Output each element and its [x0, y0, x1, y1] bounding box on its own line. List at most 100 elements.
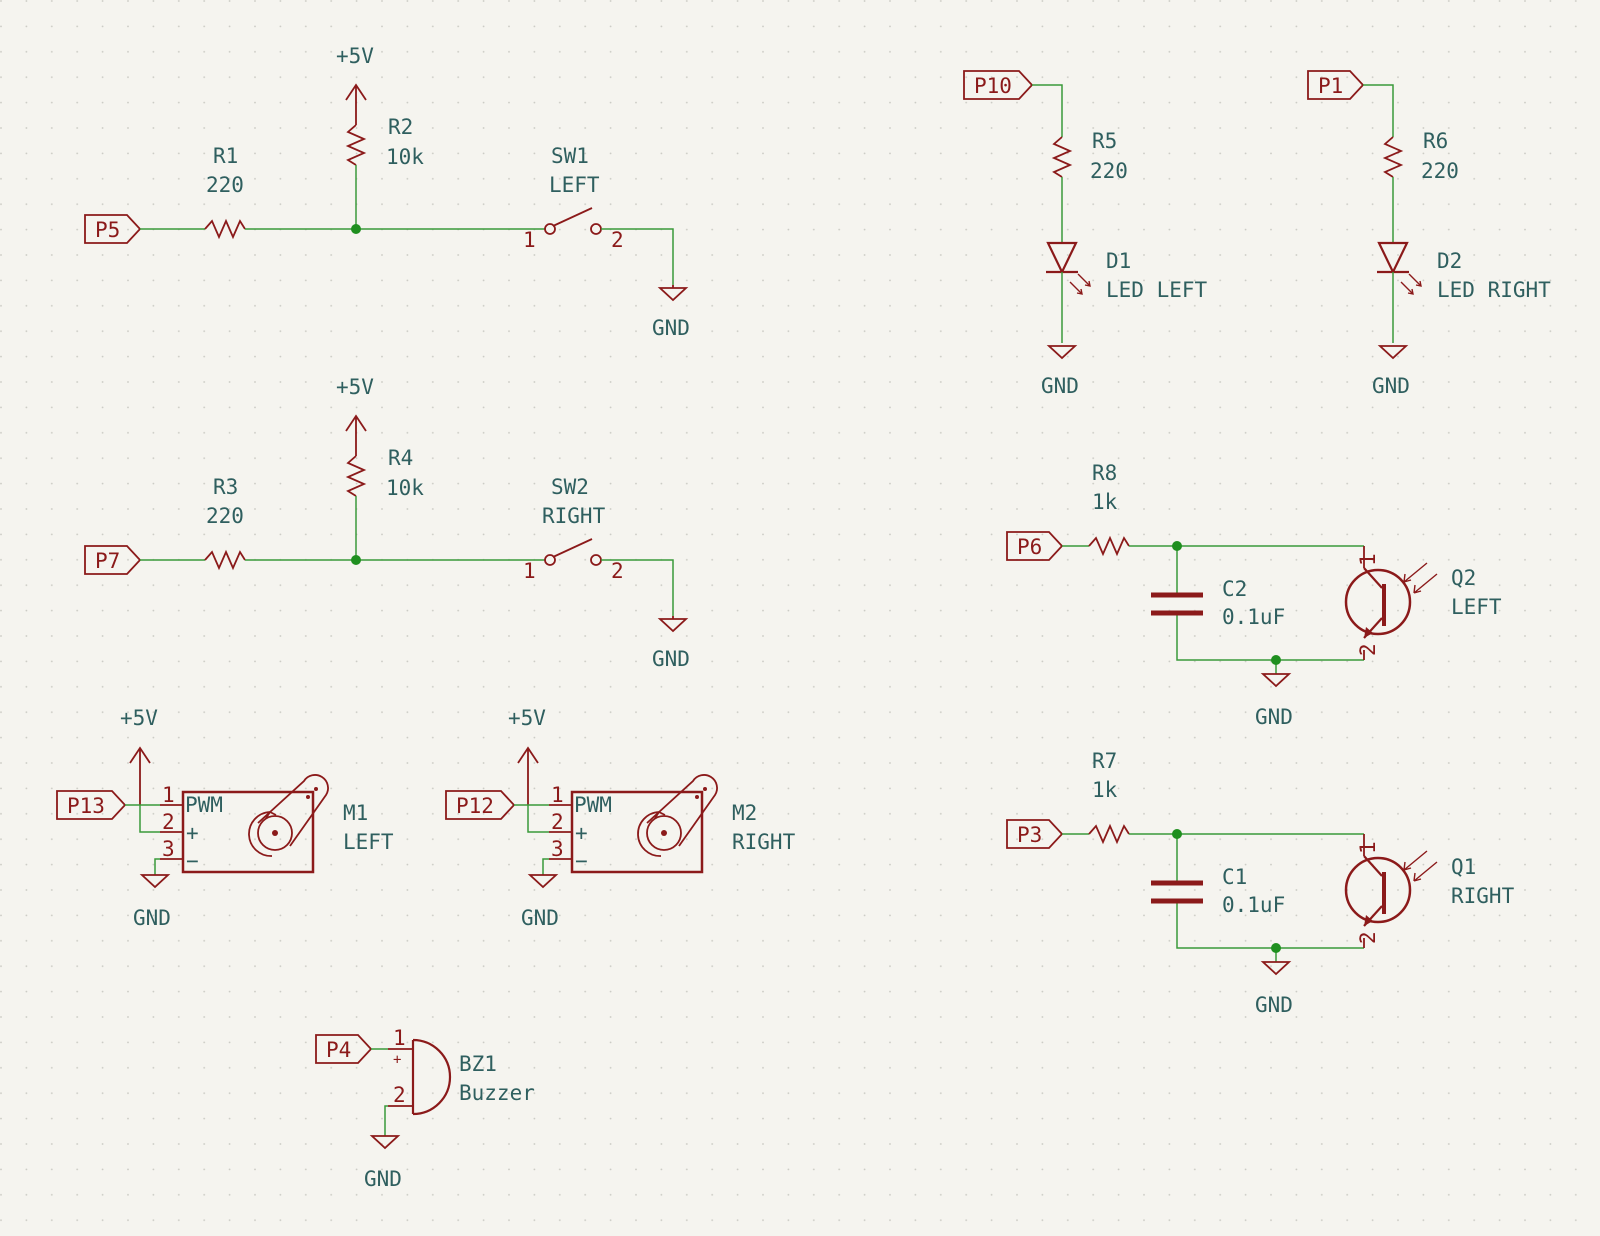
- block-led-left: P10 R5 220 D1 LED LEFT GND: [963, 70, 1208, 398]
- junction-dot: [351, 555, 361, 565]
- port-p3-shape[interactable]: [1006, 819, 1064, 849]
- vcc-arrow-icon: [517, 746, 539, 805]
- port-p5-label: P5: [95, 218, 120, 242]
- horn-hole: [314, 787, 318, 791]
- light-emission-icon: [1069, 273, 1091, 295]
- port-p6-label: P6: [1017, 535, 1042, 559]
- resistor-r3[interactable]: [204, 549, 246, 571]
- port-p4-label: P4: [326, 1038, 351, 1062]
- servo-m1-body[interactable]: [181, 790, 315, 874]
- m1-pin-2: 2: [162, 810, 175, 834]
- resistor-r8[interactable]: [1088, 535, 1130, 557]
- sw1-pin-2: 2: [611, 228, 624, 252]
- bz1-ref: BZ1: [459, 1052, 497, 1076]
- port-p12-shape[interactable]: [445, 790, 516, 820]
- capacitor-c2[interactable]: [1151, 592, 1203, 616]
- r3-ref: R3: [213, 475, 238, 499]
- gnd-label: GND: [1255, 705, 1293, 729]
- capacitor-c1[interactable]: [1151, 880, 1203, 904]
- m1-pin-3: 3: [162, 837, 175, 861]
- resistor-r2[interactable]: [345, 124, 367, 166]
- servo-m2-body[interactable]: [570, 790, 704, 874]
- port-p4-shape[interactable]: [315, 1034, 373, 1064]
- resistor-r5[interactable]: [1051, 136, 1073, 178]
- m1-minus-label: −: [186, 849, 199, 873]
- switch-sw1[interactable]: [552, 207, 593, 227]
- servo-pins: [549, 804, 572, 860]
- d1-value: LED LEFT: [1106, 278, 1208, 302]
- m1-value: LEFT: [343, 830, 394, 854]
- m2-pwm-label: PWM: [574, 793, 612, 817]
- servo-horn-icon: [257, 774, 329, 847]
- emitter-arrow-icon: [1364, 627, 1373, 638]
- port-p7-shape[interactable]: [84, 545, 142, 575]
- resistor-r1[interactable]: [204, 218, 246, 240]
- block-phototransistor-left: P6 R8 1k C2 0.1uF 1 2 Q2 LEFT GND: [1006, 461, 1502, 729]
- transistor-collector-icon: [1363, 567, 1383, 589]
- gnd-icon: [139, 874, 171, 889]
- switch-sw2[interactable]: [552, 538, 593, 558]
- gnd-icon: [1046, 345, 1078, 360]
- junction-dot: [1172, 829, 1182, 839]
- sw2-pin-1: 1: [523, 559, 536, 583]
- bz1-pin-2: 2: [393, 1083, 406, 1107]
- port-p1-shape[interactable]: [1307, 70, 1365, 100]
- servo-hub-icon: [257, 815, 293, 851]
- junction-dot: [351, 224, 361, 234]
- port-p10-shape[interactable]: [963, 70, 1034, 100]
- port-p12-label: P12: [456, 794, 494, 818]
- block-phototransistor-right: P3 R7 1k C1 0.1uF 1 2 Q1 RIGHT GND: [1006, 749, 1515, 1017]
- q1-value: RIGHT: [1451, 884, 1515, 908]
- m2-value: RIGHT: [732, 830, 796, 854]
- servo-hub-icon: [646, 815, 682, 851]
- wire: [1129, 833, 1364, 962]
- horn-hole: [695, 795, 699, 799]
- light-incident-icon: [1403, 850, 1438, 882]
- sw2-ref: SW2: [551, 475, 589, 499]
- sw2-value: RIGHT: [542, 504, 606, 528]
- bz1-pin-1: 1: [393, 1026, 406, 1050]
- resistor-r6[interactable]: [1382, 136, 1404, 178]
- r3-value: 220: [206, 504, 244, 528]
- vcc-label: +5V: [336, 44, 374, 68]
- r8-ref: R8: [1092, 461, 1117, 485]
- wire: [542, 858, 549, 875]
- servo-pins: [160, 804, 183, 860]
- bz1-value: Buzzer: [459, 1081, 535, 1105]
- sw2-pin-2: 2: [611, 559, 624, 583]
- bz1-plus: +: [393, 1052, 401, 1068]
- resistor-r4[interactable]: [345, 455, 367, 497]
- q2-ref: Q2: [1451, 566, 1476, 590]
- gnd-icon: [657, 285, 689, 302]
- port-p7-label: P7: [95, 549, 120, 573]
- q1-pin-1: 1: [1356, 841, 1380, 854]
- r4-ref: R4: [388, 446, 413, 470]
- phototransistor-q1[interactable]: [1344, 856, 1412, 924]
- servo-horn-icon: [646, 774, 718, 847]
- m1-ref: M1: [343, 801, 368, 825]
- port-p13-shape[interactable]: [56, 790, 127, 820]
- buzzer-bz1[interactable]: [411, 1038, 452, 1116]
- gnd-label: GND: [652, 647, 690, 671]
- wire: [601, 559, 674, 616]
- resistor-r7[interactable]: [1088, 823, 1130, 845]
- c1-ref: C1: [1222, 865, 1247, 889]
- phototransistor-q2[interactable]: [1344, 568, 1412, 636]
- block-servo-m2: +5V P12 1 2 3 PWM + − M2 RIGHT GND: [445, 706, 796, 930]
- junction-dot: [1172, 541, 1182, 551]
- port-p5-shape[interactable]: [84, 214, 142, 244]
- vcc-arrow-icon: [129, 746, 151, 805]
- m1-plus-label: +: [186, 821, 199, 845]
- r5-ref: R5: [1092, 129, 1117, 153]
- gnd-label: GND: [1372, 374, 1410, 398]
- c2-value: 0.1uF: [1222, 605, 1285, 629]
- light-incident-icon: [1403, 562, 1438, 594]
- port-p13-label: P13: [67, 794, 105, 818]
- gnd-icon: [1377, 345, 1409, 360]
- sw1-value: LEFT: [549, 173, 600, 197]
- port-p6-shape[interactable]: [1006, 531, 1064, 561]
- r6-ref: R6: [1423, 129, 1448, 153]
- q2-value: LEFT: [1451, 595, 1502, 619]
- wire: [514, 804, 549, 833]
